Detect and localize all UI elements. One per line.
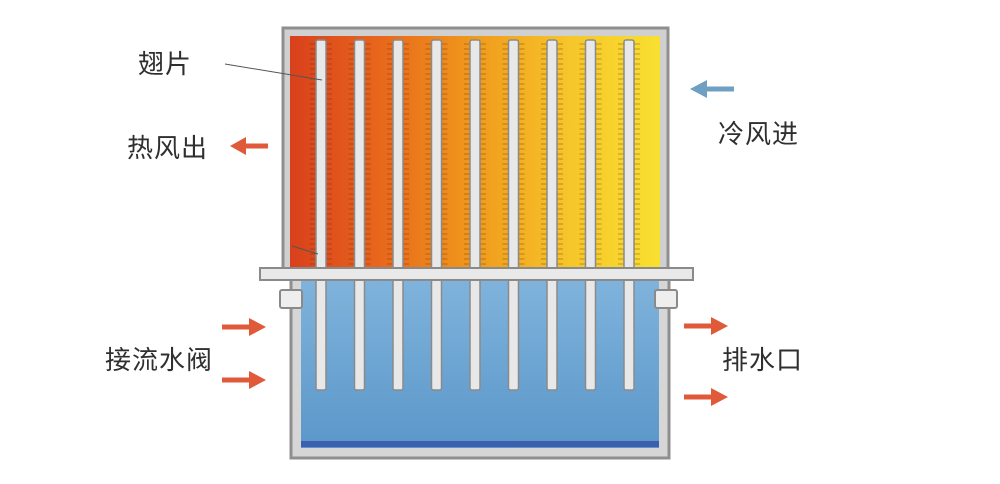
drain-arrow-icon-lower xyxy=(684,388,728,406)
heat-pipe xyxy=(507,39,520,391)
heat-pipe xyxy=(430,39,443,391)
heat-pipe xyxy=(546,39,558,391)
cold-air-in-label: 冷风进 xyxy=(718,120,800,150)
drain-arrow-icon-upper xyxy=(684,317,728,335)
heat-pipe xyxy=(353,39,366,391)
heat-pipe xyxy=(392,39,404,391)
inlet-valve-label: 接流水阀 xyxy=(105,346,214,376)
inlet-arrow-icon-upper xyxy=(222,318,266,336)
fin-leader-line xyxy=(224,63,323,81)
heat-pipes xyxy=(315,39,635,391)
separator-plate xyxy=(259,267,694,281)
cold-air-arrow-icon xyxy=(690,80,734,98)
left-fitting xyxy=(279,289,303,309)
right-fitting xyxy=(654,289,678,309)
hot-air-arrow-icon xyxy=(230,137,268,155)
heat-pipe xyxy=(623,39,635,391)
inlet-arrow-icon-lower xyxy=(222,371,266,389)
fin-label: 翅片 xyxy=(138,50,193,80)
fin-leader-line-lower xyxy=(291,245,319,255)
heat-pipe xyxy=(469,39,481,391)
heat-pipe xyxy=(315,39,327,391)
water-tank-bottom xyxy=(301,441,659,447)
hot-air-out-label: 热风出 xyxy=(127,134,209,164)
heat-pipe xyxy=(584,39,597,391)
drain-label: 排水口 xyxy=(722,346,804,376)
